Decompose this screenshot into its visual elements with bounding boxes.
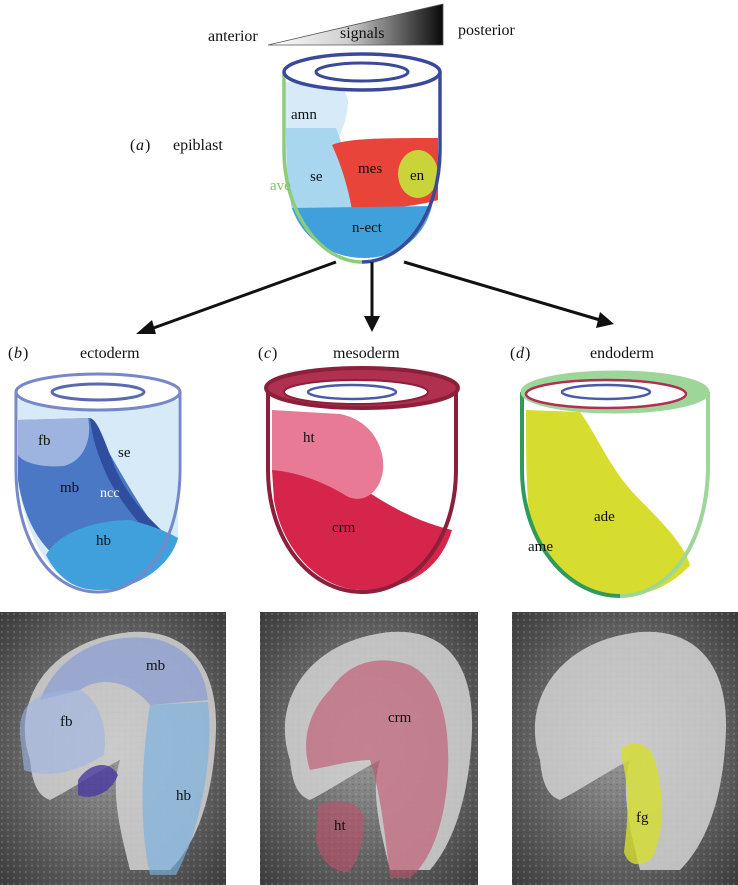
sem-photo-left: mb fb hb	[0, 612, 226, 885]
region-ade	[526, 410, 690, 596]
label-en: en	[410, 168, 425, 184]
panel-a-paren-open: (	[130, 137, 135, 154]
region-ame-outline	[520, 392, 621, 598]
panel-d-letter: d	[516, 345, 525, 362]
region-n-ect	[292, 206, 432, 258]
region-en	[398, 150, 438, 198]
signal-gradient-bar: anterior signals posterior	[208, 3, 516, 46]
region-ncc	[90, 418, 170, 540]
panel-c-title: mesoderm	[333, 345, 400, 362]
label-ave: ave	[270, 178, 291, 194]
panel-b-letter: b	[14, 345, 22, 362]
photo-label-mb: mb	[146, 658, 165, 674]
label-crm: crm	[332, 520, 356, 536]
label-fb: fb	[38, 433, 51, 449]
label-n-ect: n-ect	[352, 220, 383, 236]
panel-d-endoderm-cup: ade ame	[520, 370, 710, 598]
overlay-fb	[19, 690, 105, 775]
posterior-label: posterior	[458, 22, 516, 39]
label-ht: ht	[303, 430, 316, 446]
region-ht	[272, 410, 384, 499]
label-hb: hb	[96, 533, 111, 549]
label-ncc: ncc	[100, 486, 119, 501]
sem-photo-right: fg	[512, 612, 738, 885]
region-crm	[272, 470, 452, 590]
signals-label: signals	[340, 25, 384, 42]
panel-a-paren-close: )	[145, 137, 150, 154]
panel-c-paren-close: )	[272, 345, 277, 362]
panel-a-letter: a	[136, 137, 144, 154]
panel-c-letter: c	[264, 345, 271, 362]
panel-d-title: endoderm	[590, 345, 655, 362]
label-mes: mes	[358, 161, 382, 177]
label-mb: mb	[60, 480, 79, 496]
arrows	[136, 260, 614, 334]
label-se: se	[118, 445, 131, 461]
region-fb	[18, 418, 90, 467]
region-ave-outline	[282, 72, 363, 264]
overlay-mb	[40, 637, 208, 705]
panel-b-paren-close: )	[23, 345, 28, 362]
label-ade: ade	[594, 509, 615, 525]
label-ame: ame	[528, 539, 553, 555]
photo-label-crm: crm	[388, 710, 412, 726]
panel-d-paren-open: (	[510, 345, 515, 362]
overlay-hb	[142, 702, 210, 875]
panel-c-mesoderm-cup: ht crm	[264, 366, 460, 595]
overlay-crm	[306, 660, 449, 878]
panel-b-ectoderm-cup: fb se mb ncc hb	[14, 372, 182, 594]
overlay-ht	[316, 801, 364, 872]
signal-gradient-wedge	[267, 3, 444, 46]
overlay-fg	[622, 743, 662, 865]
photo-label-fg: fg	[636, 810, 649, 826]
label-se: se	[310, 169, 323, 185]
panel-b-paren-open: (	[8, 345, 13, 362]
panel-a-epiblast-cup: amn se mes en n-ect ave	[270, 52, 442, 264]
panel-d-paren-close: )	[525, 345, 530, 362]
panel-b-title: ectoderm	[80, 345, 140, 362]
photo-label-hb: hb	[176, 788, 191, 804]
anterior-label: anterior	[208, 28, 258, 45]
photo-label-ht: ht	[334, 818, 347, 834]
panel-c-paren-open: (	[258, 345, 263, 362]
panel-a-title: epiblast	[173, 137, 223, 154]
sem-photo-middle: crm ht	[260, 612, 478, 885]
photo-label-fb: fb	[60, 714, 73, 730]
label-amn: amn	[291, 107, 317, 123]
